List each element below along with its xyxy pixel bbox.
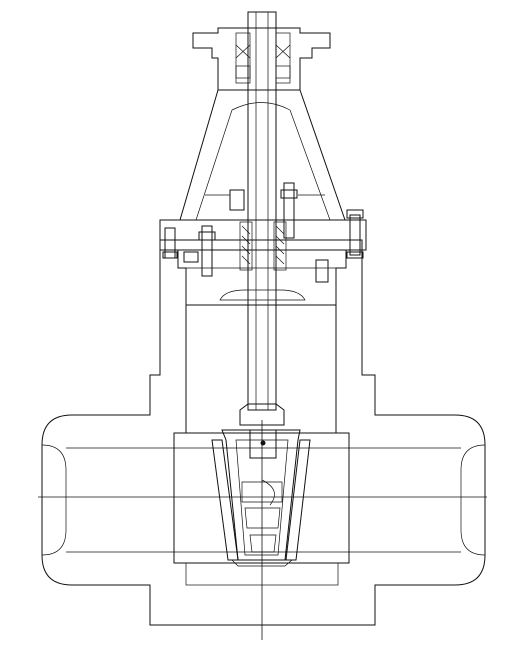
stud-right xyxy=(283,182,295,239)
centerlines xyxy=(38,420,487,640)
side-plug-left xyxy=(183,251,199,263)
tee-pin xyxy=(260,440,266,446)
seat-ring-right xyxy=(285,439,311,561)
yoke xyxy=(179,89,346,221)
seat-ring-left xyxy=(211,439,239,561)
bolt-right-outer xyxy=(349,214,361,256)
bearing-right-lower xyxy=(275,65,291,79)
wedge-outer xyxy=(221,429,301,561)
body-cavity xyxy=(185,304,337,433)
bearing-left-lower xyxy=(235,65,251,79)
side-plug-right xyxy=(315,259,329,283)
packing-left xyxy=(239,221,253,271)
body-bottom-cavity xyxy=(185,562,339,586)
nut-right-outer-top xyxy=(346,209,364,219)
gland-nut-left xyxy=(229,189,245,211)
bonnet-lower xyxy=(177,250,347,305)
stud-left-nut xyxy=(198,231,216,241)
wedge-bottom xyxy=(231,559,293,567)
bolt-left-outer xyxy=(164,227,176,259)
yoke-nut-housing xyxy=(192,27,331,91)
stem-tee-slot xyxy=(249,429,277,459)
wedge-inner xyxy=(235,439,289,556)
stud-right-nut xyxy=(280,189,298,199)
nut-right-outer xyxy=(346,251,364,259)
gate-wedge xyxy=(211,429,311,567)
yoke-outer-left xyxy=(179,89,219,221)
yoke-inner-left xyxy=(195,109,233,221)
bolts xyxy=(162,182,364,283)
nut-left-outer xyxy=(162,251,178,259)
wedge-guide-2 xyxy=(244,507,281,529)
stem xyxy=(239,11,285,426)
packing-hatch-right xyxy=(275,225,285,265)
stem-shaft xyxy=(247,11,277,411)
bearing-right-x xyxy=(275,44,291,59)
bonnet-gland-curve xyxy=(219,289,306,301)
yoke-inner-right xyxy=(289,109,331,221)
bonnet-top-plate xyxy=(159,219,367,251)
bonnet-flange xyxy=(159,219,367,305)
bearing-right xyxy=(275,32,291,84)
right-port-bore xyxy=(460,444,486,556)
stem-collar xyxy=(239,403,285,426)
left-port-bore xyxy=(41,444,67,556)
wedge-guide-3 xyxy=(249,534,277,553)
top-flange xyxy=(192,27,331,91)
yoke-arch xyxy=(231,102,291,111)
seat-block xyxy=(173,432,350,564)
yoke-outer-right xyxy=(299,89,346,221)
wedge-bore-arc xyxy=(261,479,275,506)
packing-right xyxy=(273,221,287,271)
valve-body xyxy=(41,239,486,626)
packing-hatch-left xyxy=(241,225,251,265)
wedge-guide-1 xyxy=(241,481,283,503)
stud-left xyxy=(201,225,213,277)
